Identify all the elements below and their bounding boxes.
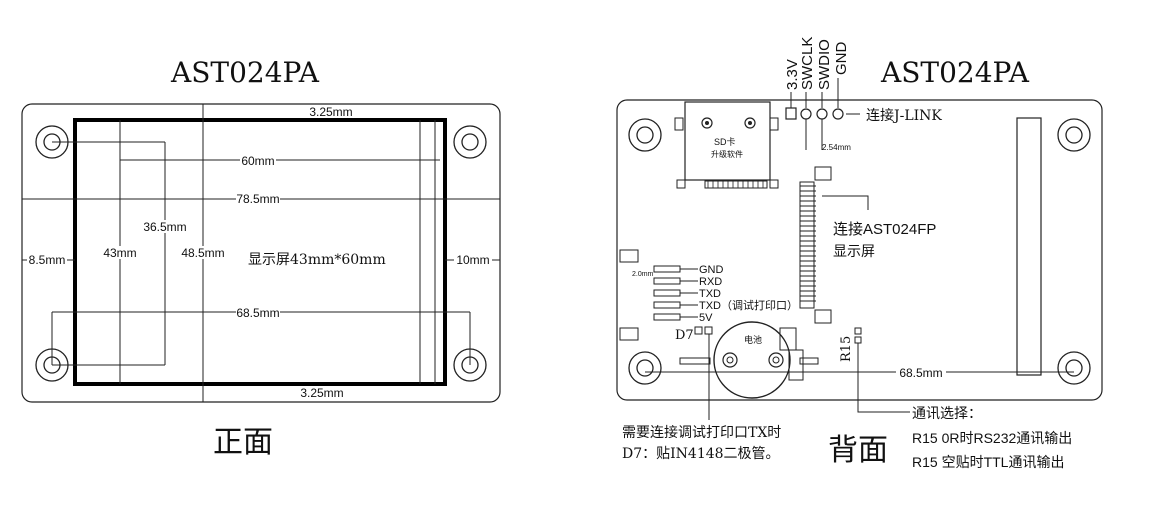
back-caption: 背面	[828, 433, 888, 468]
back-mount-hole	[1057, 351, 1091, 385]
d7-pad	[694, 326, 703, 335]
sd-card-slot	[674, 101, 779, 189]
jlink-pin-swclk: SWCLK	[799, 37, 816, 90]
front-dim-top-margin: 3.25mm	[309, 105, 352, 119]
note-left-1: 需要连接调试打印口TX时	[622, 424, 781, 441]
front-dim-78-5: 78.5mm	[236, 192, 279, 206]
front-mount-hole	[453, 125, 487, 159]
front-mount-hole	[453, 348, 487, 382]
front-view: AST024PA 3.25mm 60mm 78.5mm 36.5mm	[21, 56, 501, 460]
jlink-pin-swdio: SWDIO	[816, 39, 833, 90]
front-dim-36-5: 36.5mm	[143, 220, 186, 234]
d7-pad	[704, 326, 713, 335]
back-mount-hole	[628, 118, 662, 152]
front-dim-60: 60mm	[241, 154, 274, 168]
note-right-2: R15 0R时RS232通讯输出	[912, 430, 1072, 446]
front-dim-43: 43mm	[103, 246, 136, 260]
back-view: AST024PA 3.3V SWCLK SWDIO GND 连接J-LINK 2…	[616, 37, 1103, 470]
battery-holder	[679, 321, 819, 399]
front-dim-48-5: 48.5mm	[181, 246, 224, 260]
uart-pin-txd: TXD	[699, 288, 721, 300]
r15-label: R15	[839, 336, 854, 362]
back-dim-68-5: 68.5mm	[899, 366, 942, 380]
fpc-label-1: 连接AST024FP	[833, 221, 936, 238]
note-right-1: 通讯选择：	[912, 406, 982, 422]
front-dim-8-5: 8.5mm	[29, 253, 66, 267]
uart-pin-gnd: GND	[699, 264, 724, 276]
battery-label: 电池	[744, 334, 762, 345]
uart-header	[619, 249, 698, 341]
front-dim-68-5: 68.5mm	[236, 306, 279, 320]
r15-pad	[854, 336, 862, 344]
uart-pin-txd-debug: TXD（调试打印口）	[699, 298, 798, 312]
uart-pin-5v: 5V	[699, 312, 713, 324]
jlink-label: 连接J-LINK	[866, 107, 942, 124]
jlink-pin-gnd: GND	[833, 42, 850, 76]
front-mount-hole	[35, 348, 69, 382]
back-board-outline	[616, 99, 1103, 401]
front-caption: 正面	[213, 425, 273, 460]
note-right-3: R15 空贴时TTL通讯输出	[912, 454, 1064, 470]
front-mount-hole	[35, 125, 69, 159]
uart-pin-rxd: RXD	[699, 276, 722, 288]
front-title: AST024PA	[170, 56, 320, 89]
front-display-label: 显示屏43mm*60mm	[248, 252, 386, 268]
fpc-connector	[799, 166, 869, 324]
jlink-header	[785, 107, 860, 120]
front-board-outline	[21, 103, 501, 403]
fpc-label-2: 显示屏	[833, 244, 875, 260]
front-display-rect	[73, 118, 447, 386]
back-mount-hole	[1057, 118, 1091, 152]
d7-label: D7	[675, 328, 694, 343]
side-connector	[1016, 117, 1042, 376]
back-title: AST024PA	[880, 56, 1030, 89]
back-mount-hole	[628, 351, 662, 385]
sd-card-sub: 升级软件	[711, 149, 743, 159]
r15-pad	[854, 327, 862, 335]
sd-card-label: SD卡	[714, 136, 736, 147]
front-dim-10: 10mm	[456, 253, 489, 267]
front-dim-bottom-margin: 3.25mm	[300, 386, 343, 400]
note-left-2: D7：贴IN4148二极管。	[622, 446, 780, 462]
jlink-pitch: 2.54mm	[822, 143, 851, 152]
jlink-pin-3v3: 3.3V	[784, 59, 801, 90]
uart-pitch: 2.0mm	[632, 271, 654, 278]
